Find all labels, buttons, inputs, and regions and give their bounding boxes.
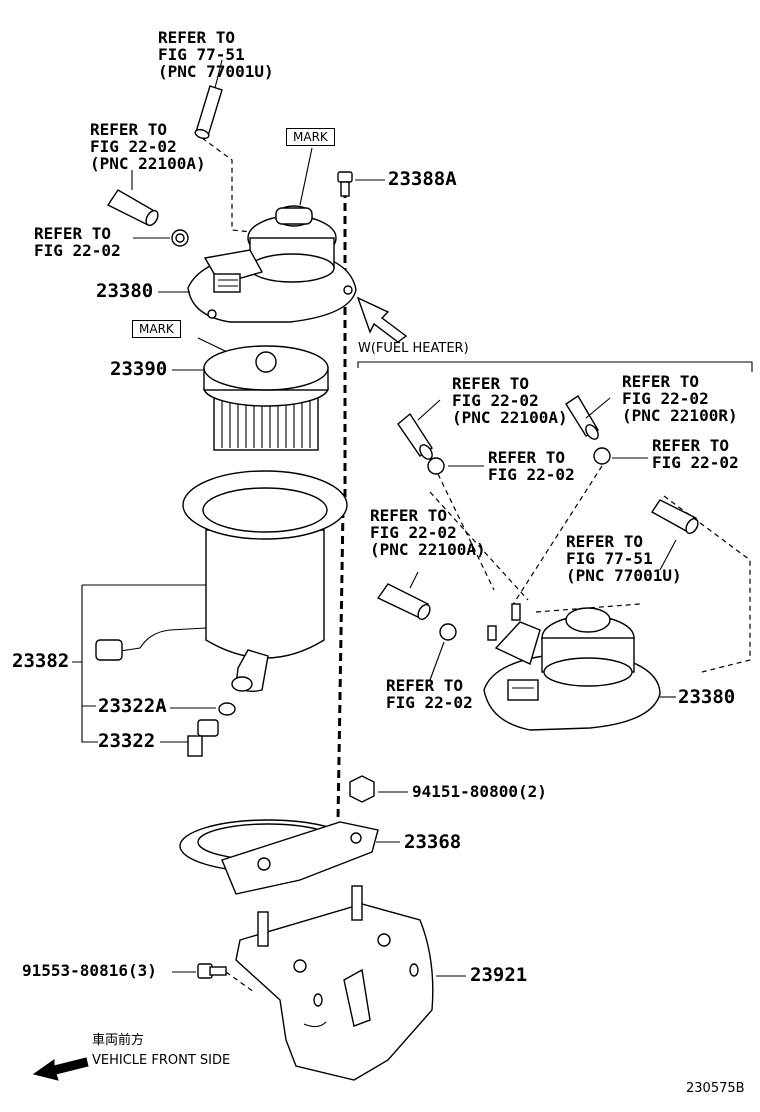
refer-line: (PNC 22100A)	[90, 153, 206, 173]
figure-id: 230575B	[686, 1081, 745, 1096]
clip-heater-a	[427, 457, 445, 475]
refer-line: FIG 22-02	[652, 452, 739, 472]
refer-line: REFER TO	[566, 532, 644, 551]
case-connector	[95, 639, 123, 661]
bracket-23921	[235, 885, 466, 1081]
refer-line: (PNC 77001U)	[566, 565, 682, 585]
refer-line: (PNC 77001U)	[158, 61, 274, 81]
oring-23322a	[218, 702, 236, 716]
heater-nipple-a	[511, 603, 521, 621]
refer-line: FIG 22-02	[370, 522, 457, 542]
part-23390: 23390	[110, 358, 168, 380]
refer-line: REFER TO	[652, 436, 730, 455]
part-23380: 23380	[96, 280, 154, 302]
refer-line: REFER TO	[370, 506, 448, 525]
filter-case-23382	[95, 470, 348, 693]
mark-label-filter: MARK	[132, 320, 181, 338]
hose-22100a-left	[106, 170, 159, 227]
filter-element-23390	[172, 345, 329, 451]
vehicle-front-en: VEHICLE FRONT SIDE	[92, 1053, 231, 1068]
part-23380-heater: 23380	[678, 686, 736, 708]
hose-22100r-heater	[565, 395, 611, 440]
sensor-23322	[160, 719, 219, 757]
refer-line: REFER TO	[34, 224, 112, 243]
refer-line: REFER TO	[90, 120, 168, 139]
refer-line: FIG 22-02	[90, 136, 177, 156]
heater-hose-routing	[429, 465, 751, 673]
part-91553: 91553-80816(3)	[22, 961, 157, 980]
screw-23388a	[337, 171, 385, 197]
filter-head-23380	[158, 205, 357, 323]
refer-line: FIG 77-51	[566, 548, 653, 568]
refer-line: FIG 22-02	[488, 464, 575, 484]
refer-line: REFER TO	[158, 28, 236, 47]
bolt-91553	[172, 963, 255, 993]
hose-77-51-top	[194, 59, 253, 233]
part-23382: 23382	[12, 650, 70, 672]
bracket-23368	[179, 819, 400, 895]
part-23921: 23921	[470, 964, 528, 986]
refer-line: (PNC 22100A)	[370, 539, 486, 559]
heater-bracket	[357, 361, 753, 372]
assembly-axis-lower	[336, 509, 345, 821]
refer-line: FIG 22-02	[386, 692, 473, 712]
refer-line: REFER TO	[488, 448, 566, 467]
nut-94151	[349, 775, 408, 803]
vehicle-front-jp: 車両前方	[92, 1033, 145, 1048]
hose-22100a-heater-b	[376, 571, 431, 621]
refer-line: FIG 22-02	[452, 390, 539, 410]
part-23322: 23322	[98, 730, 156, 752]
part-94151: 94151-80800(2)	[412, 782, 547, 801]
refer-line: FIG 77-51	[158, 44, 245, 64]
refer-line: REFER TO	[386, 676, 464, 695]
refer-line: FIG 22-02	[34, 240, 121, 260]
mark-label-head: MARK	[286, 128, 335, 146]
part-23368: 23368	[404, 831, 462, 853]
clip-heater-c	[439, 623, 457, 641]
refer-line: (PNC 22100A)	[452, 407, 568, 427]
refer-line: REFER TO	[452, 374, 530, 393]
refer-line: (PNC 22100R)	[622, 405, 738, 425]
vehicle-front-arrow	[32, 1057, 89, 1081]
bracket-23382	[72, 584, 206, 743]
fuel-heater-arrow	[356, 296, 408, 343]
mark-pointer-top	[299, 147, 313, 206]
fuel-heater-label: W(FUEL HEATER)	[358, 341, 469, 356]
part-23322a: 23322A	[98, 695, 167, 717]
hose-22100a-heater	[397, 399, 441, 460]
clip-top-left	[133, 229, 189, 247]
clip-heater-b	[593, 447, 611, 465]
filter-head-23380-heater	[483, 603, 676, 731]
refer-line: REFER TO	[622, 372, 700, 391]
heater-nipple-b	[487, 625, 497, 641]
part-23388a: 23388A	[388, 168, 457, 190]
refer-line: FIG 22-02	[622, 388, 709, 408]
